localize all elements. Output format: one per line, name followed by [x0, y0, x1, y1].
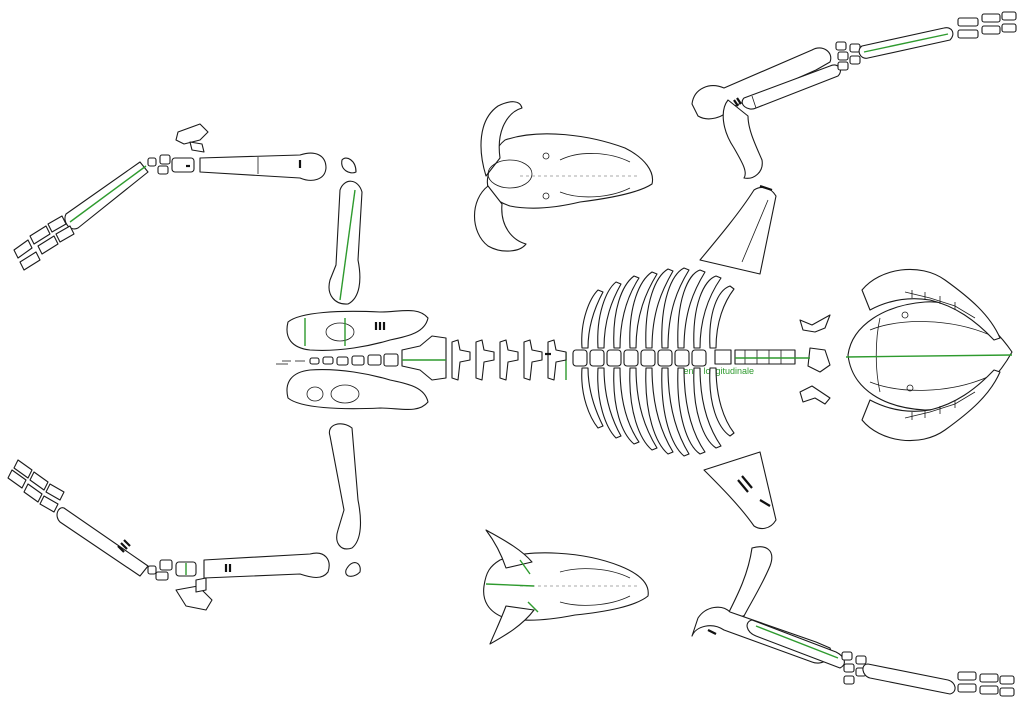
- phalanges-lower-right: [958, 672, 1014, 696]
- tibia-lower: [204, 553, 329, 578]
- metatarsal-lower: [57, 508, 148, 576]
- scapula-upper: [700, 186, 776, 274]
- patella-lower: [346, 563, 361, 577]
- pelvis-lower: [287, 370, 428, 410]
- metatarsal-upper: [65, 162, 148, 229]
- skull-lower-horned: [484, 530, 649, 644]
- scapula-lower: [704, 452, 776, 528]
- metacarpal-lower: [863, 664, 955, 694]
- ulna-upper: [723, 98, 762, 178]
- ribs-lower: [582, 368, 734, 456]
- sacrum: [402, 336, 446, 380]
- hyoid-bones: [800, 315, 830, 404]
- carpals-upper: [836, 42, 860, 70]
- metacarpal-upper: [859, 28, 953, 59]
- phalanges-upper-left: [14, 216, 74, 270]
- caudal-vertebrae: [276, 354, 398, 366]
- tibia-upper: [200, 153, 326, 180]
- lumbar-vertebrae: [452, 340, 566, 380]
- skull-upper-horned: [475, 102, 653, 251]
- patella-upper: [342, 158, 356, 173]
- phalanges-upper-right: [958, 12, 1016, 38]
- femur-upper: [329, 181, 362, 304]
- femur-lower: [329, 424, 360, 549]
- phalanges-lower-left: [8, 460, 64, 512]
- pelvis-upper: [287, 311, 428, 351]
- tarsals-upper: [148, 124, 208, 174]
- ribs-upper: [582, 268, 734, 348]
- tarsals-lower: [148, 560, 212, 610]
- carpals-lower: [842, 652, 866, 684]
